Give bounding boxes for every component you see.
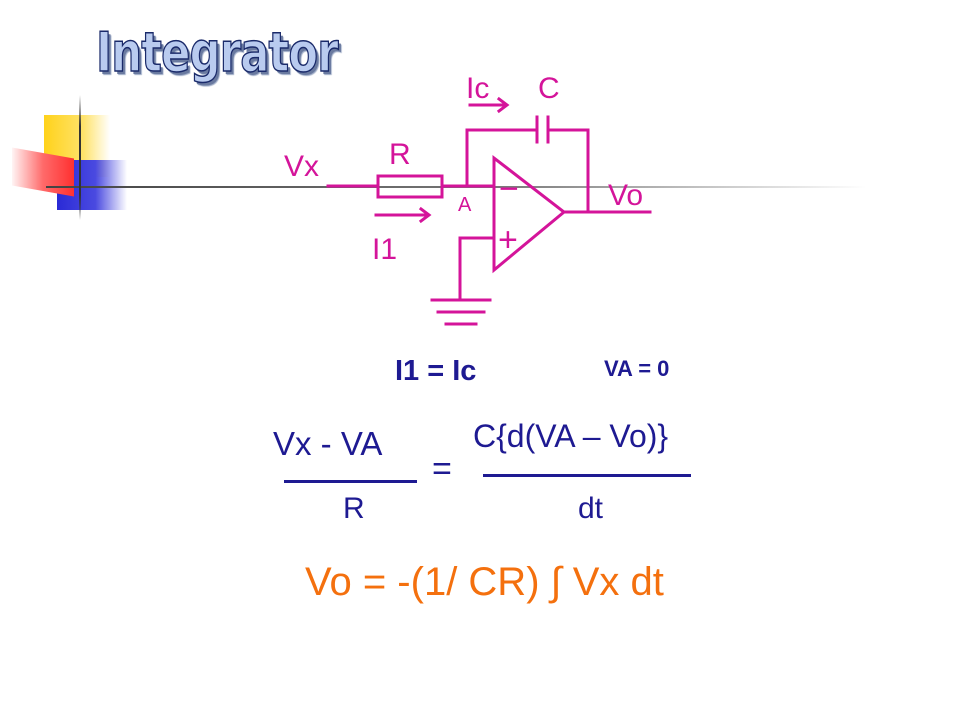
virtual-ground-equation: VA = 0	[604, 356, 670, 381]
input-label: Vx	[284, 150, 319, 183]
slide-title: Integrator	[95, 21, 339, 84]
decor-vertical-line	[79, 95, 81, 220]
inverting-input-symbol: −	[499, 170, 519, 208]
integrator-output-equation: Vo = -(1/ CR) ∫ Vx dt	[305, 560, 664, 604]
lhs-denominator: R	[343, 492, 365, 525]
equals-sign: =	[432, 450, 452, 488]
noninverting-input-symbol: +	[498, 221, 518, 259]
resistor	[376, 174, 444, 199]
output-label: Vo	[608, 179, 643, 212]
rhs-fraction-bar	[483, 474, 691, 477]
rhs-denominator: dt	[578, 492, 604, 525]
resistor-label: R	[389, 138, 411, 171]
input-current-label: I1	[372, 233, 397, 266]
lhs-fraction-bar	[284, 480, 417, 483]
capacitor-current-label: Ic	[466, 72, 489, 105]
ic-arrowhead	[496, 96, 510, 114]
lhs-numerator: Vx - VA	[273, 425, 383, 462]
rhs-numerator: C{d(VA – Vo)}	[473, 418, 669, 454]
current-equality-equation: I1 = Ic	[395, 355, 477, 387]
capacitor-label: C	[538, 72, 560, 105]
i1-arrowhead	[418, 206, 432, 224]
node-label: A	[458, 194, 472, 216]
op-amp-triangle	[492, 154, 567, 274]
